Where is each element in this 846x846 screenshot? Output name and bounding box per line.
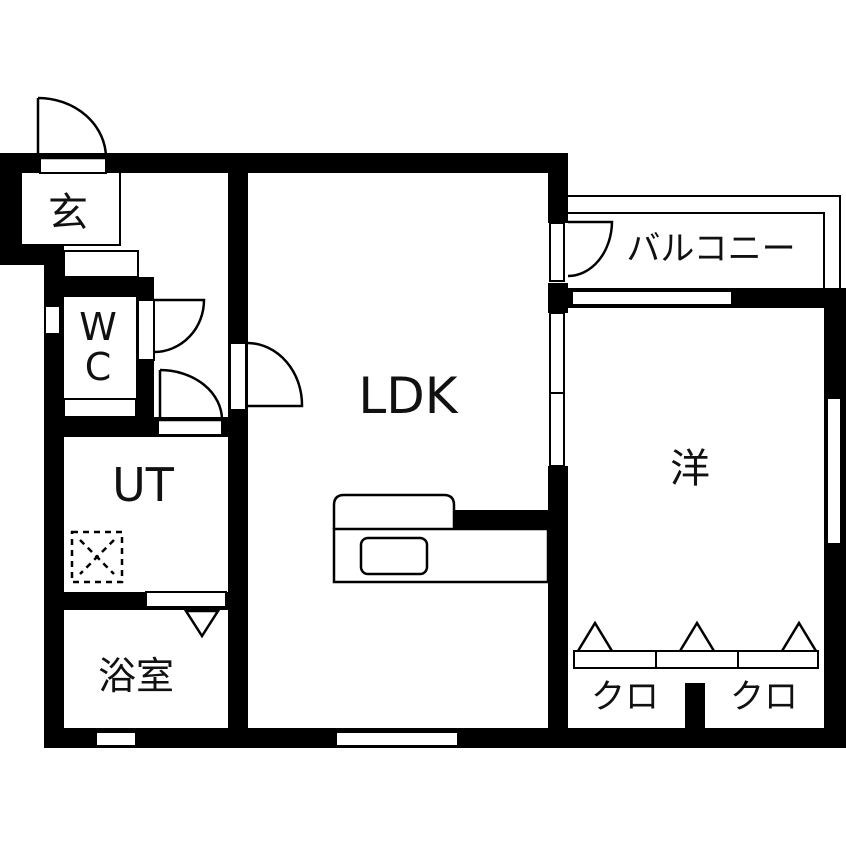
kitchen-counter <box>332 493 550 584</box>
balcony-label: バルコニー <box>626 229 796 269</box>
ldk-door[interactable] <box>247 341 304 408</box>
balcony <box>568 195 841 288</box>
balcony-door[interactable] <box>567 220 614 278</box>
closet-right-label: クロ <box>730 677 798 717</box>
wc-label-line2: C <box>84 345 112 389</box>
closet-doors[interactable] <box>573 620 819 669</box>
windows <box>39 157 842 747</box>
ut-door[interactable] <box>158 368 224 422</box>
bathroom-label: 浴室 <box>97 654 175 698</box>
western-room-label: 洋 <box>670 446 710 492</box>
wc-label-line1: W <box>79 305 117 350</box>
bath-door[interactable] <box>183 609 221 639</box>
washer-icon <box>70 530 124 584</box>
sink-icon <box>359 536 429 576</box>
ut-label: UT <box>112 458 174 512</box>
entrance-step-line <box>22 173 121 246</box>
closet-left-label: クロ <box>591 677 659 717</box>
entrance-label: 玄 <box>48 190 88 236</box>
entrance-door[interactable] <box>36 96 108 160</box>
ldk-label: LDK <box>358 367 458 425</box>
wc-door[interactable] <box>153 298 206 354</box>
wc-label: W C <box>79 305 117 389</box>
